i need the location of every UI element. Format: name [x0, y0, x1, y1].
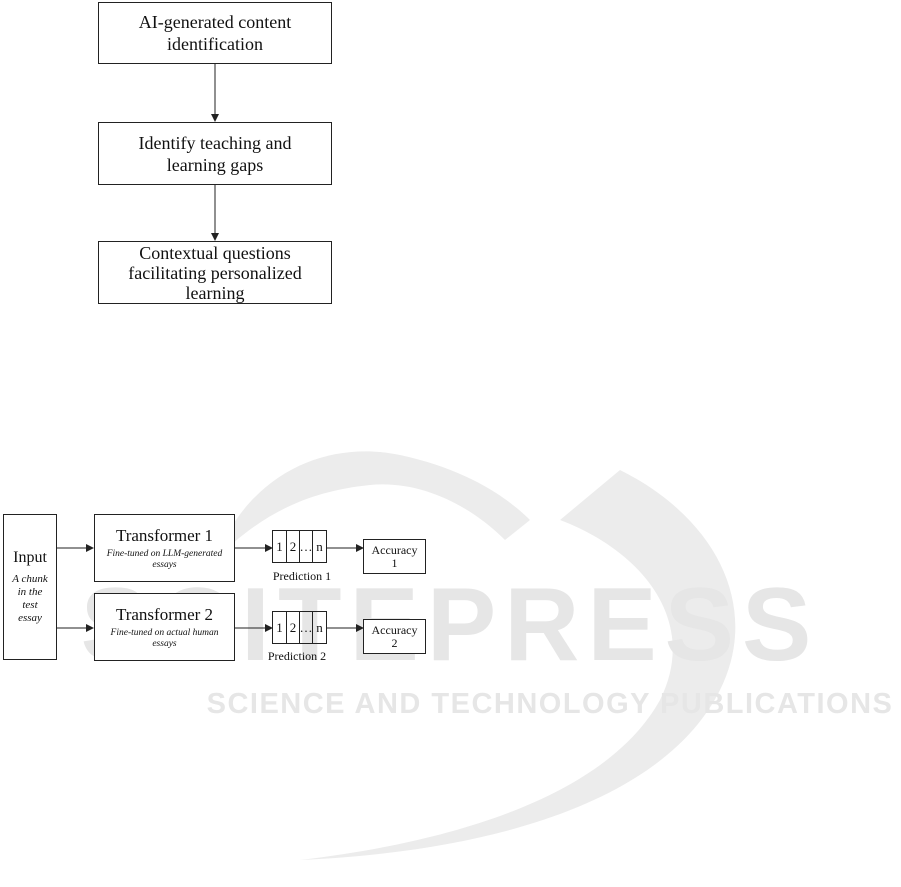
accuracy-2-label: Accuracy 2 [371, 622, 418, 650]
accuracy-2-box: Accuracy 2 [363, 619, 426, 654]
input-title: Input [13, 549, 47, 566]
prediction-1-cell: n [316, 538, 323, 554]
prediction-1-cell: … [300, 531, 313, 562]
watermark-swoosh-icon [300, 470, 736, 860]
prediction-2-cell: n [316, 619, 323, 635]
flow-step-2-label: Identify teaching and learning gaps [138, 132, 292, 175]
transformer-2-subtitle: Fine-tuned on actual human essays [110, 627, 219, 649]
prediction-2-cell: … [300, 612, 313, 643]
flow-step-2: Identify teaching and learning gaps [98, 122, 332, 185]
transformer-1-subtitle: Fine-tuned on LLM-generated essays [106, 548, 223, 570]
transformer-1-title: Transformer 1 [115, 525, 214, 545]
input-box: Input A chunk in the test essay [3, 514, 57, 660]
prediction-2-label: Prediction 2 [267, 649, 327, 663]
transformer-2-box: Transformer 2 Fine-tuned on actual human… [94, 593, 235, 661]
prediction-1-label: Prediction 1 [272, 569, 332, 583]
prediction-1-cell: 2 [287, 531, 300, 562]
prediction-1-cell: 1 [273, 531, 287, 562]
prediction-2-cell: 2 [287, 612, 300, 643]
prediction-2-array: 1 2 … n [272, 611, 327, 644]
watermark-arc-icon [215, 451, 530, 560]
accuracy-1-label: Accuracy 1 [371, 542, 418, 570]
flow-step-1-label: AI-generated content identification [138, 12, 292, 54]
prediction-2-cell: 1 [273, 612, 287, 643]
accuracy-1-box: Accuracy 1 [363, 539, 426, 574]
flow-step-3-label: Contextual questions facilitating person… [128, 242, 302, 303]
transformer-1-box: Transformer 1 Fine-tuned on LLM-generate… [94, 514, 235, 582]
flow-step-1: AI-generated content identification [98, 2, 332, 64]
prediction-1-array: 1 2 … n [272, 530, 327, 563]
watermark-sub-text: SCIENCE AND TECHNOLOGY PUBLICATIONS [207, 688, 894, 720]
input-subtitle: A chunk in the test essay [12, 573, 48, 624]
transformer-2-title: Transformer 2 [115, 604, 214, 624]
flow-step-3: Contextual questions facilitating person… [98, 241, 332, 304]
